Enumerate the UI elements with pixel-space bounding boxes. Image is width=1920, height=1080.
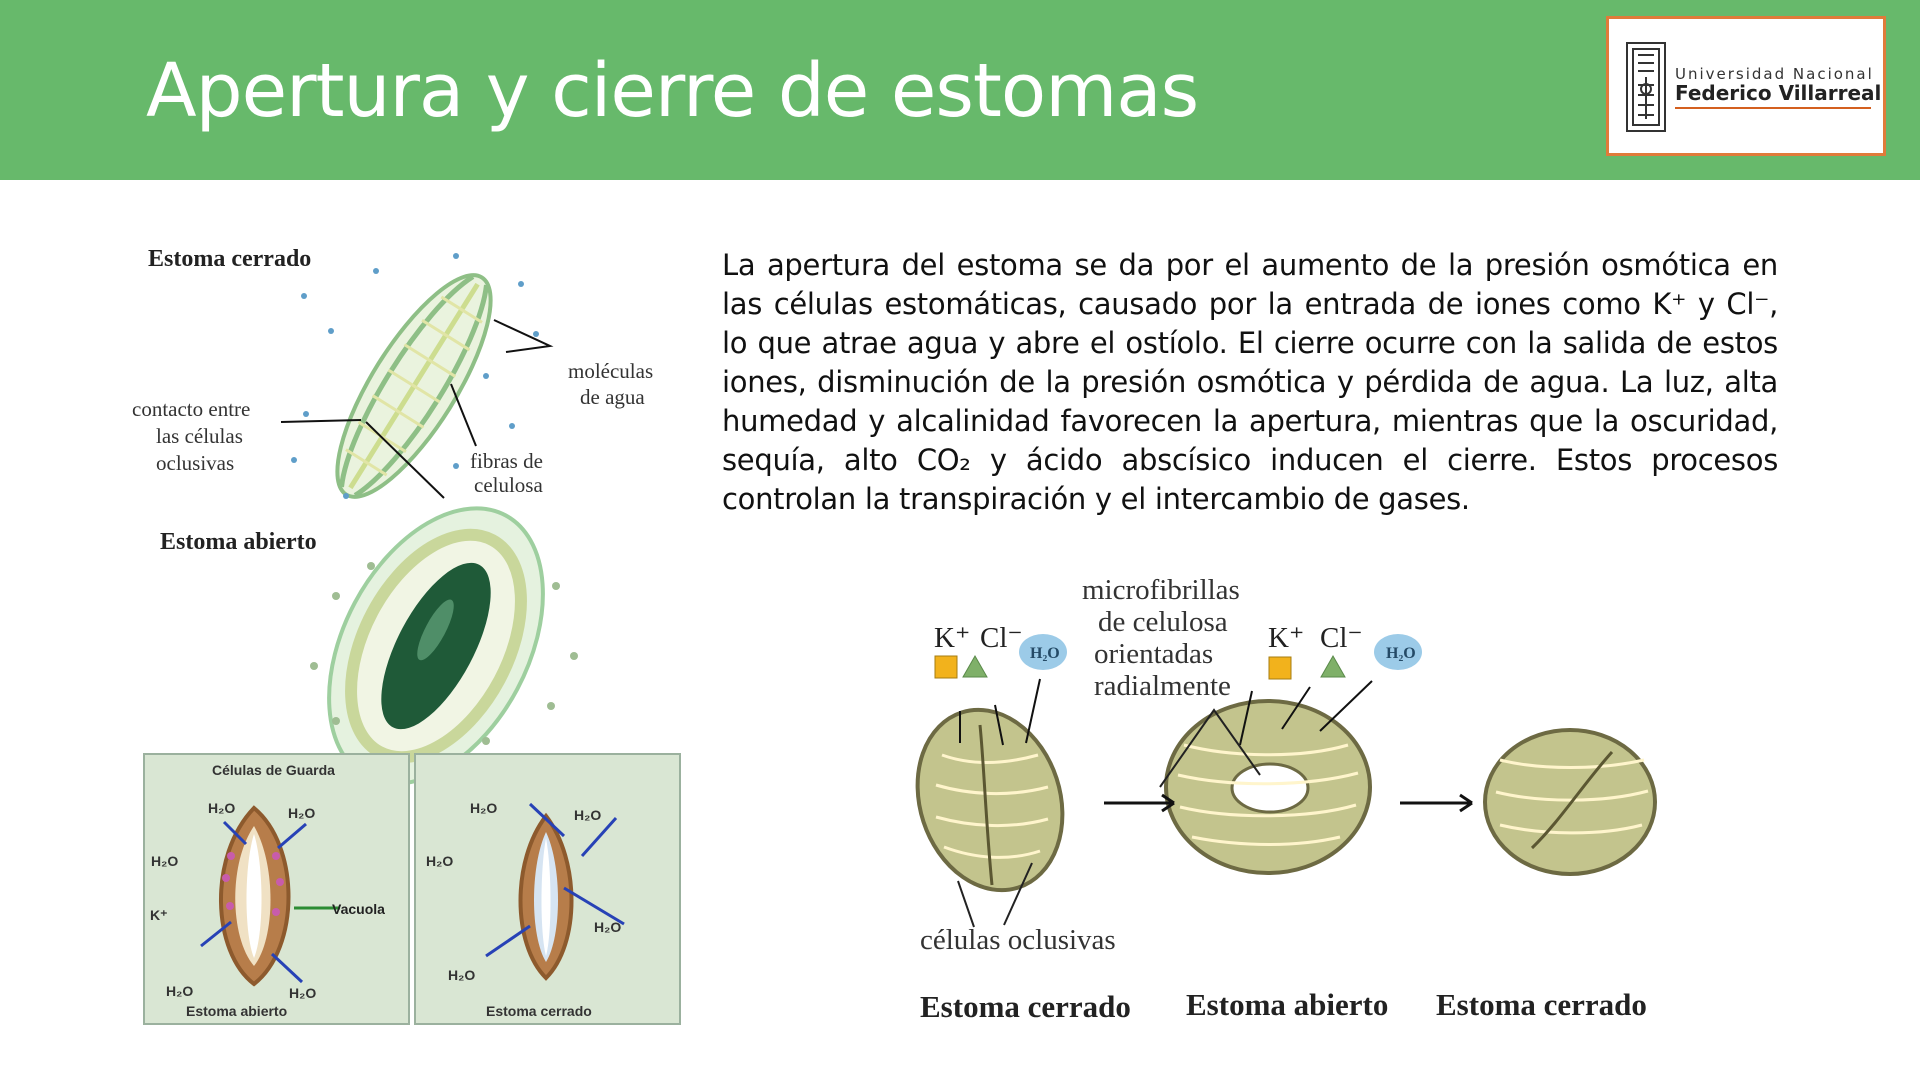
vacuole-label: Vacuola	[332, 901, 385, 917]
stage-one: K⁺ Cl⁻ H₂O	[915, 622, 1067, 893]
stage-label-3: Estoma cerrado	[1436, 987, 1647, 1022]
contact-label-line3: oclusivas	[156, 451, 234, 475]
right-stomata-diagram: K⁺ Cl⁻ H₂O K⁺ Cl⁻ H₂O microfibrillas de …	[915, 574, 1657, 1024]
open-panel-h2o-1: H₂O	[208, 800, 235, 816]
slide-title: Apertura y cierre de estomas	[146, 48, 1199, 134]
guard-cell-panels: Células de Guarda H₂O H₂O H₂O K⁺ H₂O H₂O…	[143, 753, 681, 1025]
water-label-line2: de agua	[580, 385, 645, 409]
microfibril-line3: orientadas	[1094, 638, 1213, 670]
open-panel-k: K⁺	[150, 907, 168, 923]
water-label-line1: moléculas	[568, 359, 653, 383]
cl-ion-triangle-2	[1320, 654, 1346, 678]
k-ion-square-2	[1268, 656, 1292, 680]
closed-panel-h2o-4: H₂O	[594, 919, 621, 935]
open-title: Estoma abierto	[160, 529, 317, 555]
closed-panel-h2o-1: H₂O	[470, 800, 497, 816]
left-stomata-diagram: Estoma cerrado contacto entre las célula…	[132, 246, 681, 1025]
water-drop-1	[1019, 634, 1067, 670]
microfibril-line2: de celulosa	[1098, 606, 1228, 638]
logo-text-line1: Universidad Nacional	[1675, 65, 1874, 83]
open-panel-h2o-5: H₂O	[289, 985, 316, 1001]
stage-label-2: Estoma abierto	[1186, 987, 1388, 1022]
water-label-1: H₂O	[1030, 645, 1060, 662]
closed-title: Estoma cerrado	[148, 246, 311, 272]
stage-three	[1483, 728, 1657, 876]
open-caption: Estoma abierto	[186, 1003, 287, 1019]
open-panel-h2o-2: H₂O	[288, 805, 315, 821]
body-paragraph: La apertura del estoma se da por el aume…	[722, 248, 1778, 516]
water-drop-2	[1374, 634, 1422, 670]
cl-ion-label-2: Cl⁻	[1320, 622, 1363, 654]
k-ion-label-2: K⁺	[1268, 622, 1304, 654]
closed-stoma-sketch: Estoma cerrado contacto entre las célula…	[132, 246, 653, 499]
k-ion-label-1: K⁺	[934, 622, 970, 654]
open-stoma-sketch: Estoma abierto	[160, 506, 578, 786]
closed-panel-h2o-2: H₂O	[574, 807, 601, 823]
closed-panel-h2o-3: H₂O	[426, 853, 453, 869]
cl-ion-triangle-1	[962, 654, 988, 678]
logo-text-line2: Federico Villarreal	[1675, 81, 1882, 105]
fibers-label-line1: fibras de	[470, 449, 543, 473]
closed-panel-h2o-5: H₂O	[448, 967, 475, 983]
open-panel-h2o-4: H₂O	[166, 983, 193, 999]
open-panel-h2o-3: H₂O	[151, 853, 178, 869]
guard-cells-label: células oclusivas	[920, 924, 1116, 956]
header-bar	[0, 0, 1920, 180]
stage-two: K⁺ Cl⁻ H₂O	[1159, 622, 1422, 875]
contact-label-line2: las células	[156, 424, 243, 448]
closed-caption: Estoma cerrado	[486, 1003, 592, 1019]
open-guard-cells: H₂O H₂O H₂O K⁺ H₂O H₂O Vacuola Estoma ab…	[150, 800, 385, 1019]
contact-label-line1: contacto entre	[132, 397, 250, 421]
logo-underline	[1675, 107, 1871, 109]
water-label-2: H₂O	[1386, 645, 1416, 662]
closed-guard-cells: H₂O H₂O H₂O H₂O H₂O Estoma cerrado	[426, 800, 625, 1019]
k-ion-square-1	[934, 655, 958, 679]
stage-label-1: Estoma cerrado	[920, 989, 1131, 1024]
university-logo: Universidad Nacional Federico Villarreal	[1606, 16, 1886, 156]
university-emblem-icon	[1626, 42, 1666, 132]
cl-ion-label-1: Cl⁻	[980, 622, 1023, 654]
fibers-label-line2: celulosa	[474, 473, 543, 497]
microfibril-line4: radialmente	[1094, 670, 1231, 702]
guard-cells-label: Células de Guarda	[212, 762, 335, 778]
microfibril-line1: microfibrillas	[1082, 574, 1240, 606]
